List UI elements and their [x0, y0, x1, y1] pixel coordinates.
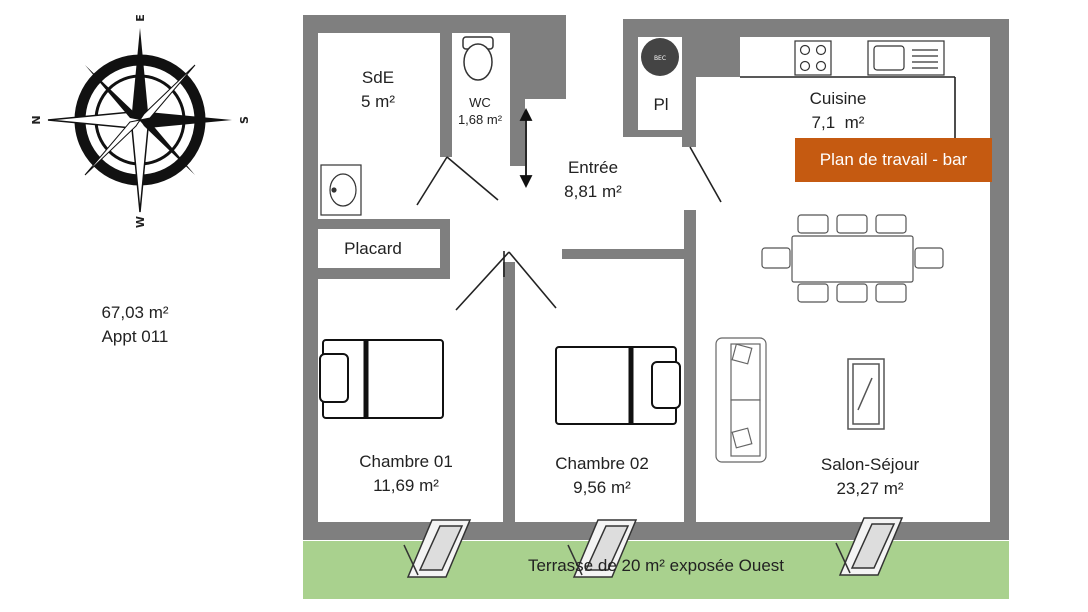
kitchen-sink-icon [867, 40, 945, 76]
apartment-name: Appt 011 [101, 327, 169, 346]
room-label-cuisine: Cuisine 7,1 m² [797, 87, 879, 135]
room-name-cuisine: Cuisine [809, 89, 867, 108]
room-area-sde: 5 m² [361, 92, 395, 111]
room-area-chambre02: 9,56 m² [573, 478, 631, 497]
room-name-placard: Placard [344, 239, 402, 258]
roof-window-icon-1 [403, 519, 472, 578]
sofa-icon [715, 337, 767, 463]
door-swings [416, 76, 956, 311]
compass-south-label: S [238, 116, 251, 124]
room-label-entree: Entrée 8,81 m² [548, 156, 638, 204]
bed-icon-chambre01 [319, 339, 444, 419]
room-area-cuisine: 7,1 m² [811, 113, 865, 132]
toilet-icon [462, 36, 494, 81]
access-arrow-icon [519, 107, 533, 189]
room-name-entree: Entrée [567, 158, 619, 177]
room-area-wc: 1,68 m² [457, 112, 503, 127]
terrace-label: Terrasse de 20 m² exposée Ouest [527, 556, 785, 575]
room-label-wc: WC 1,68 m² [450, 94, 510, 128]
room-label-chambre01: Chambre 01 11,69 m² [344, 450, 468, 498]
room-area-salon: 23,27 m² [836, 479, 904, 498]
roof-window-icon-2 [567, 519, 638, 578]
compass-west-label: W [134, 216, 147, 228]
dining-table-icon [761, 214, 944, 303]
compass-east-label: E [134, 14, 147, 22]
roof-window-icon-3 [835, 517, 904, 576]
bed-icon-chambre02 [555, 346, 681, 425]
room-label-chambre02: Chambre 02 9,56 m² [540, 452, 664, 500]
sink-icon [320, 164, 362, 216]
compass-north-label: N [30, 115, 43, 124]
room-label-pl: Pl [644, 93, 678, 117]
apartment-info: 67,03 m² Appt 011 [70, 301, 200, 349]
room-name-salon: Salon-Séjour [820, 455, 920, 474]
room-label-salon: Salon-Séjour 23,27 m² [806, 453, 934, 501]
boiler-icon: BEC [641, 38, 679, 76]
room-name-wc: WC [469, 95, 491, 110]
room-label-sde: SdE 5 m² [343, 66, 413, 114]
room-name-chambre02: Chambre 02 [555, 454, 649, 473]
apartment-total-area: 67,03 m² [101, 303, 169, 322]
room-label-placard: Placard [330, 237, 416, 261]
boiler-label: BEC [654, 55, 666, 62]
room-name-pl: Pl [653, 95, 669, 114]
walls [303, 15, 1009, 540]
room-area-entree: 8,81 m² [564, 182, 622, 201]
bar-counter: Plan de travail - bar [795, 138, 992, 182]
room-name-sde: SdE [361, 68, 395, 87]
room-area-chambre01: 11,69 m² [373, 476, 439, 495]
room-name-chambre01: Chambre 01 [359, 452, 453, 471]
coffee-table-icon [847, 358, 885, 430]
cooktop-icon [794, 40, 832, 76]
compass-rose-icon: N E S W [30, 14, 251, 228]
